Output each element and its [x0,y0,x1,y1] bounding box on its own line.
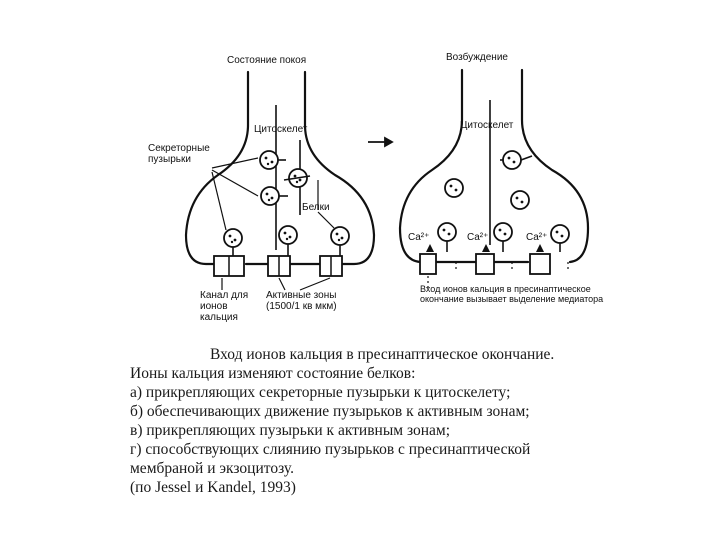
active-zones-label: Активные зоны (1500/1 кв мкм) [266,290,358,312]
caption-line: в) прикрепляющих пузырьки к активным зон… [130,421,650,440]
vesicle [260,151,278,169]
vesicle [261,187,279,205]
vesicle [551,225,569,243]
left-vesicles [224,151,349,247]
vesicle [503,151,521,169]
ca-ion-label: Ca²⁺ [408,232,429,243]
vesicle [511,191,529,209]
caption-source: (по Jessel и Kandel, 1993) [130,478,650,497]
caption-title: Вход ионов кальция в пресинаптическое ок… [130,345,650,364]
caption-line: а) прикрепляющих секреторные пузырьки к … [130,383,650,402]
vesicle [331,227,349,245]
vesicle [224,229,242,247]
figure-caption: Вход ионов кальция в пресинаптическое ок… [130,345,650,497]
caption-line: Ионы кальция изменяют состояние белков: [130,364,650,383]
ca-ion-label: Ca²⁺ [526,232,547,243]
vesicle [279,226,297,244]
vesicle [494,223,512,241]
ca-ion-label: Ca²⁺ [467,232,488,243]
calcium-entry-label: Вход ионов кальция в пресинаптическое ок… [420,284,610,304]
left-cytoskeleton-label: Цитоскелет [254,124,307,135]
proteins-label: Белки [302,202,330,213]
vesicle [445,179,463,197]
calcium-channel-open [530,254,550,274]
vesicles-label: Секреторные пузырьки [148,143,226,165]
caption-line: мембраной и экзоцитозу. [130,459,650,478]
caption-line: б) обеспечивающих движение пузырьков к а… [130,402,650,421]
right-panel-title: Возбуждение [446,52,508,63]
calcium-channel-open [420,254,436,274]
right-cytoskeleton-label: Цитоскелет [460,120,513,131]
channel-label: Канал для ионов кальция [200,290,262,323]
caption-line: г) способствующих слиянию пузырьков с пр… [130,440,650,459]
calcium-channel-open [476,254,494,274]
right-vesicles [438,151,569,243]
vesicle [438,223,456,241]
left-panel-title: Состояние покоя [227,55,306,66]
